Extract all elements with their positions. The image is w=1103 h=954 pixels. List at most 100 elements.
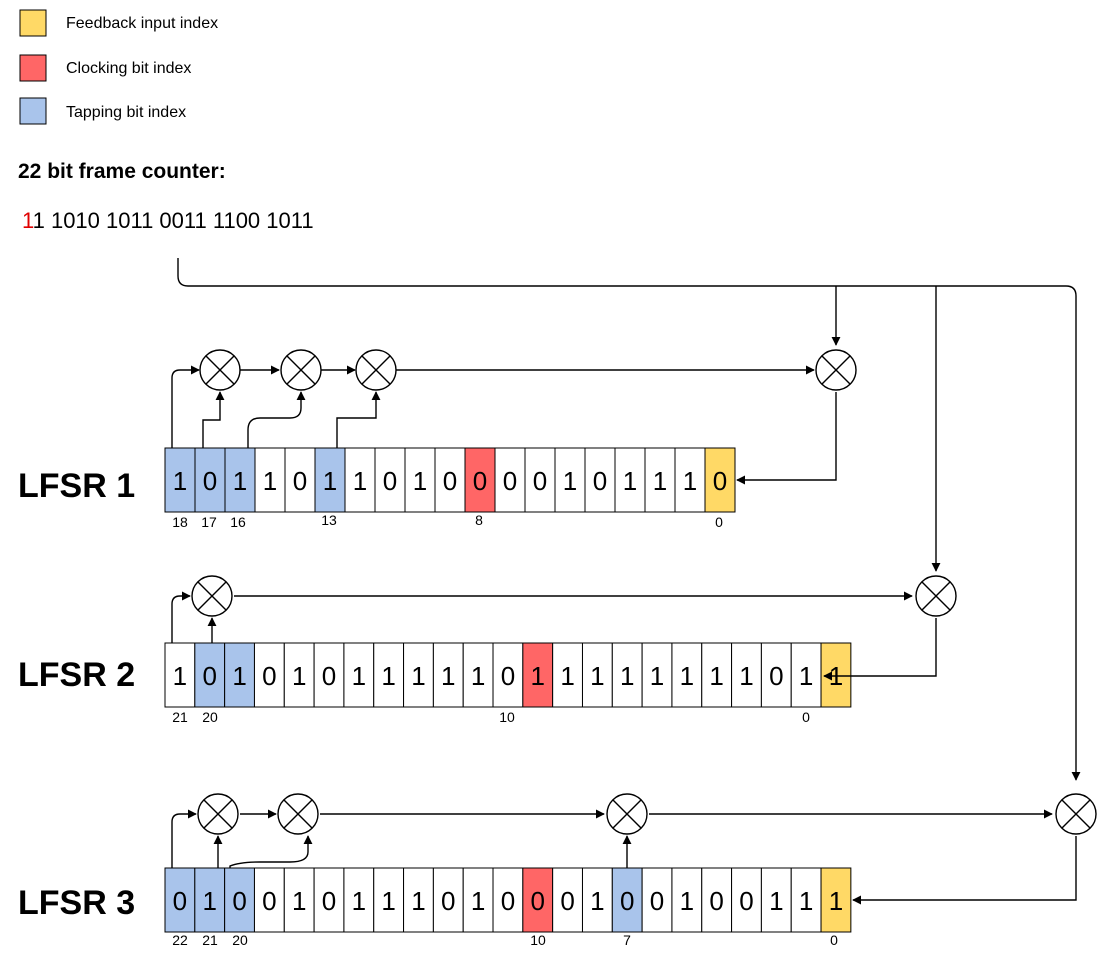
bit-cell-box	[432, 867, 464, 933]
xor-gate-icon	[277, 793, 319, 835]
lfsr-2-wires	[171, 591, 937, 681]
legend-item-clocking: Clocking bit index	[19, 54, 191, 82]
frame-counter-value: 11 1010 1011 0011 1100 1011	[22, 208, 314, 233]
bit-value: 1	[653, 466, 667, 496]
bit-value: 0	[531, 886, 545, 916]
bit-cell-box	[581, 642, 613, 708]
lfsr-1-index-labels: 18 17 16 13 8 0	[172, 512, 723, 530]
lfsr-2-bit-cell-tap: 1	[224, 642, 255, 708]
bit-cell-box	[820, 867, 852, 933]
bit-value: 1	[233, 466, 247, 496]
bit-cell-box	[464, 447, 496, 513]
lfsr-2-index-label: 21	[172, 709, 188, 725]
bit-cell-box	[644, 447, 676, 513]
bit-cell-box	[462, 867, 494, 933]
lfsr-3-bit-cell-plain: 0	[552, 867, 583, 933]
bit-cell-box	[224, 642, 255, 708]
bit-value: 0	[473, 466, 487, 496]
bit-value: 1	[623, 466, 637, 496]
bit-value: 0	[593, 466, 607, 496]
bit-cell-box	[343, 867, 375, 933]
bit-cell-box	[760, 867, 792, 933]
bit-cell-box	[344, 447, 376, 513]
bit-value: 1	[232, 661, 246, 691]
frame-counter-title: 22 bit frame counter:	[18, 160, 226, 183]
lfsr-3-bit-cell-tap: 0	[164, 867, 196, 933]
bit-cell-box	[283, 642, 315, 708]
bit-cell-box	[374, 447, 406, 513]
bit-value: 1	[411, 661, 425, 691]
lfsr-2-bit-cell-plain: 0	[760, 642, 792, 708]
lfsr-3-bit-cell-plain: 1	[462, 867, 494, 933]
xor-gate-icon	[199, 349, 241, 391]
lfsr-2-bit-cell-plain: 1	[641, 642, 673, 708]
lfsr-3-bit-cell-plain: 1	[671, 867, 703, 933]
bit-value: 0	[262, 661, 276, 691]
bit-cell-box	[671, 642, 703, 708]
xor-gate-icon	[197, 793, 239, 835]
legend-label-tapping: Tapping bit index	[66, 104, 186, 121]
bit-value: 1	[471, 886, 485, 916]
lfsr-3-index-label: 22	[172, 932, 188, 948]
lfsr-2-bit-cell-plain: 1	[283, 642, 315, 708]
lfsr-3-bit-cell-plain: 1	[760, 867, 792, 933]
bit-cell-box	[701, 642, 733, 708]
xor-gate-icon	[815, 349, 857, 391]
lfsr-1-bit-cell-plain: 0	[284, 447, 316, 513]
bit-cell-box	[492, 867, 524, 933]
lfsr-3-bit-cell-plain: 1	[581, 867, 613, 933]
bit-value: 1	[590, 661, 604, 691]
lfsr-1-index-label: 8	[475, 512, 483, 528]
bit-value: 0	[202, 661, 216, 691]
lfsr-2-bit-cell-plain: 1	[790, 642, 822, 708]
lfsr-3-bit-cell-plain: 1	[403, 867, 434, 933]
bit-value: 0	[443, 466, 457, 496]
lfsr-2-index-label: 10	[499, 709, 515, 725]
bit-cell-box	[704, 447, 736, 513]
bit-value: 1	[709, 661, 723, 691]
lfsr-2-bit-cell-plain: 0	[492, 642, 524, 708]
bit-value: 1	[560, 661, 574, 691]
lfsr-1-bit-cell-plain: 1	[554, 447, 586, 513]
bit-cell-box	[313, 867, 345, 933]
bit-value: 1	[769, 886, 783, 916]
lfsr-3-bit-cell-plain: 0	[641, 867, 673, 933]
bit-value: 0	[560, 886, 574, 916]
bit-value: 1	[650, 661, 664, 691]
lfsr-2-bit-cell-plain: 1	[731, 642, 762, 708]
lfsr-2-bit-cell-plain: 1	[671, 642, 703, 708]
bit-value: 0	[441, 886, 455, 916]
lfsr-3-label: LFSR 3	[18, 884, 135, 922]
lfsr-2-index-label: 0	[802, 709, 810, 725]
lfsr-3-index-labels: 22 21 20 10 7 0	[172, 932, 838, 948]
bit-cell-box	[641, 642, 673, 708]
bit-value: 0	[503, 466, 517, 496]
lfsr-3-bit-cell-plain: 1	[283, 867, 315, 933]
bit-cell-box	[404, 447, 436, 513]
bit-value: 0	[173, 886, 187, 916]
legend-swatch-clocking	[19, 54, 47, 82]
bit-cell-box	[494, 447, 526, 513]
bit-cell-box	[522, 867, 554, 933]
bit-value: 0	[739, 886, 753, 916]
lfsr-1-bit-cell-plain: 1	[644, 447, 676, 513]
lfsr-3-wires	[171, 809, 1077, 905]
legend-label-feedback: Feedback input index	[66, 15, 218, 32]
bit-cell-box	[611, 642, 643, 708]
lfsr-1-index-label: 18	[172, 514, 188, 530]
lfsr-1-bit-cell-plain: 0	[374, 447, 406, 513]
xor-gate-icon	[1055, 793, 1097, 835]
lfsr-1-index-label: 0	[715, 514, 723, 530]
bit-value: 0	[501, 661, 515, 691]
lfsr-3-index-label: 0	[830, 932, 838, 948]
bit-value: 0	[203, 466, 217, 496]
bit-value: 1	[739, 661, 753, 691]
lfsr-1-index-label: 16	[230, 514, 246, 530]
bit-cell-box	[522, 642, 554, 708]
bit-cell-box	[343, 642, 375, 708]
lfsr-2-bit-cell-plain: 1	[611, 642, 643, 708]
